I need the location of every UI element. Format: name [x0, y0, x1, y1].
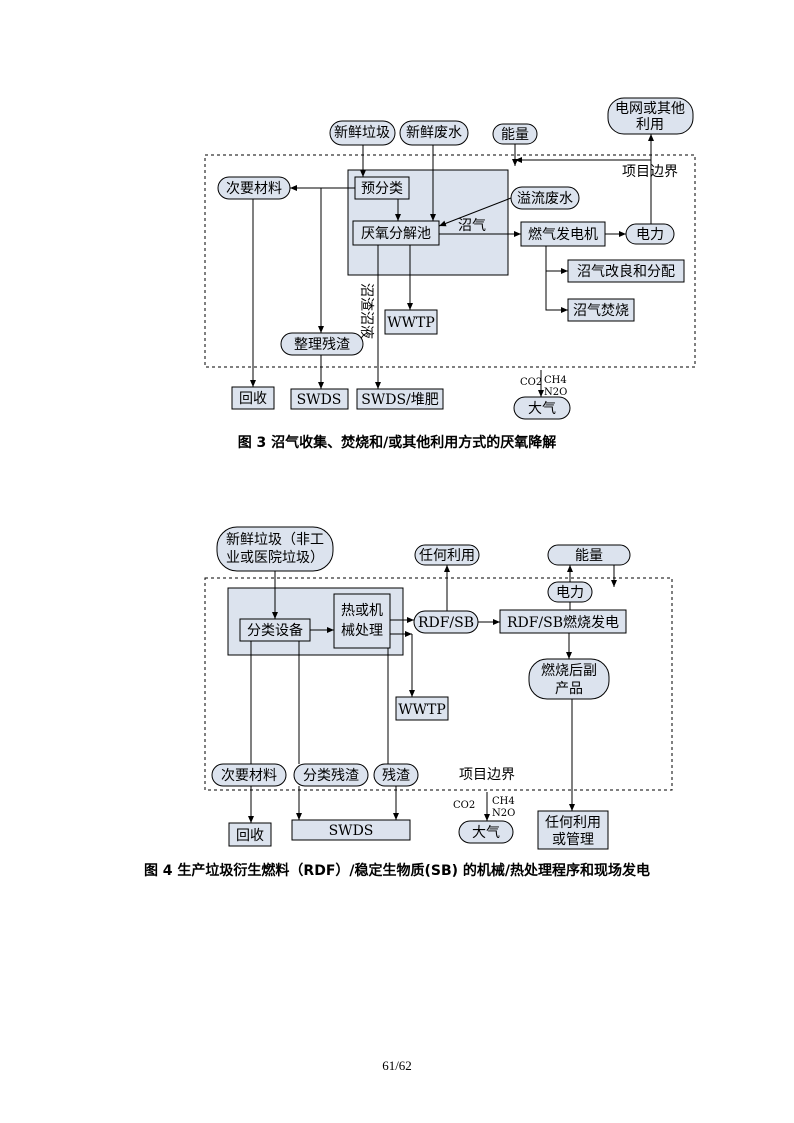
fig3-residue-handling: 整理残渣: [294, 337, 350, 353]
fig3-digestate: 沼渣沼液: [358, 283, 374, 339]
figure-4-caption: 图 4 生产垃圾衍生燃料（RDF）/稳定生物质(SB) 的机械/热处理程序和现场…: [143, 863, 651, 879]
fig3-recycle: 回收: [239, 391, 267, 407]
fig3-wwtp: WWTP: [387, 315, 435, 331]
fig4-any-use-2: 或管理: [552, 832, 594, 848]
figure-3-labels: 新鲜垃圾 新鲜废水 能量 电网或其他 利用 项目边界 次要材料 预分类 溢流废水…: [226, 101, 685, 417]
page-number: 61/62: [382, 1058, 412, 1073]
fig4-ch4: CH4: [492, 796, 515, 807]
fig4-sorting-equipment: 分类设备: [247, 622, 303, 639]
swds-compost-node: [356, 388, 444, 410]
fig3-atmosphere: 大气: [528, 401, 556, 417]
fig4-secondary-materials: 次要材料: [221, 768, 277, 784]
fig4-energy: 能量: [575, 548, 603, 564]
swds-node-4: [291, 819, 411, 841]
fig4-recycle: 回收: [236, 828, 264, 844]
figure-4-labels: 新鲜垃圾（非工 业或医院垃圾） 任何利用 能量 电力 分类设备 热或机 械处理 …: [221, 532, 619, 848]
figure-3: [204, 97, 696, 420]
fig4-wwtp: WWTP: [398, 702, 446, 718]
wwtp-node-4: [395, 696, 449, 721]
fig3-ch4: CH4: [544, 375, 567, 386]
thermal-node: [333, 593, 391, 649]
fig3-co2: CO2: [520, 377, 542, 388]
any-use-bottom-node: [537, 810, 609, 850]
fig4-co2: CO2: [453, 800, 475, 811]
secondary-materials-node-4: [211, 763, 287, 787]
fig4-rdf-sb: RDF/SB: [418, 615, 474, 631]
fig3-generator: 燃气发电机: [528, 226, 598, 243]
fig3-boundary: 项目边界: [622, 164, 678, 180]
fig4-n2o: N2O: [492, 808, 515, 819]
project-boundary-4: [204, 577, 673, 791]
fig4-sorting-residue: 分类残渣: [303, 768, 359, 784]
recycle-node-4: [228, 822, 272, 847]
fig3-swds-compost: SWDS/堆肥: [361, 392, 439, 408]
sorting-residue-node: [293, 763, 369, 787]
fig4-swds: SWDS: [329, 823, 374, 839]
fig3-n2o: N2O: [544, 387, 567, 398]
atmosphere-node-4: [458, 820, 514, 844]
residue-handling-node: [280, 332, 364, 356]
fig3-overflow: 溢流废水: [517, 191, 573, 207]
fig4-thermal-2: 械处理: [341, 623, 383, 639]
digester-node: [352, 220, 440, 246]
fig4-atmosphere: 大气: [472, 825, 500, 841]
fig3-presort: 预分类: [361, 181, 403, 197]
fig4-rdf-power: RDF/SB燃烧发电: [507, 614, 619, 631]
fig3-energy: 能量: [501, 127, 529, 143]
swds-node: [290, 388, 349, 410]
figure-4: [204, 526, 673, 850]
fig4-fresh-waste-2: 业或医院垃圾）: [226, 550, 324, 566]
fresh-wastewater-node: [399, 120, 469, 146]
fig4-post-combustion-2: 产品: [555, 681, 583, 697]
fig4-residue: 残渣: [382, 768, 410, 784]
fig4-any-use-1: 任何利用: [545, 815, 601, 831]
figure-3-caption: 图 3 沼气收集、焚烧和/或其他利用方式的厌氧降解: [237, 435, 557, 451]
fig3-swds: SWDS: [297, 392, 342, 408]
fig4-fresh-waste-1: 新鲜垃圾（非工: [226, 532, 324, 548]
fig3-biogas: 沼气: [458, 218, 486, 234]
fig4-electricity: 电力: [556, 585, 584, 601]
fig3-flare: 沼气焚烧: [573, 303, 629, 319]
wwtp-node: [384, 309, 438, 335]
fig4-boundary: 项目边界: [459, 767, 515, 783]
fig3-secondary-materials: 次要材料: [226, 181, 282, 197]
fig4-any-use-top: 任何利用: [419, 548, 475, 564]
atmosphere-node: [513, 396, 571, 420]
fig3-grid-other-1: 电网或其他: [615, 101, 685, 117]
fig4-thermal-1: 热或机: [341, 603, 383, 619]
project-boundary: [204, 154, 696, 368]
fig3-digester: 厌氧分解池: [361, 226, 431, 242]
fig3-fresh-waste: 新鲜垃圾: [334, 125, 390, 141]
fig3-fresh-wastewater: 新鲜废水: [406, 125, 462, 141]
energy-node-4: [547, 544, 631, 566]
fig4-post-combustion-1: 燃烧后副: [541, 662, 597, 679]
fig3-upgrade: 沼气改良和分配: [577, 264, 675, 280]
fig3-grid-other-2: 利用: [636, 117, 664, 133]
fig3-electricity: 电力: [636, 227, 664, 243]
